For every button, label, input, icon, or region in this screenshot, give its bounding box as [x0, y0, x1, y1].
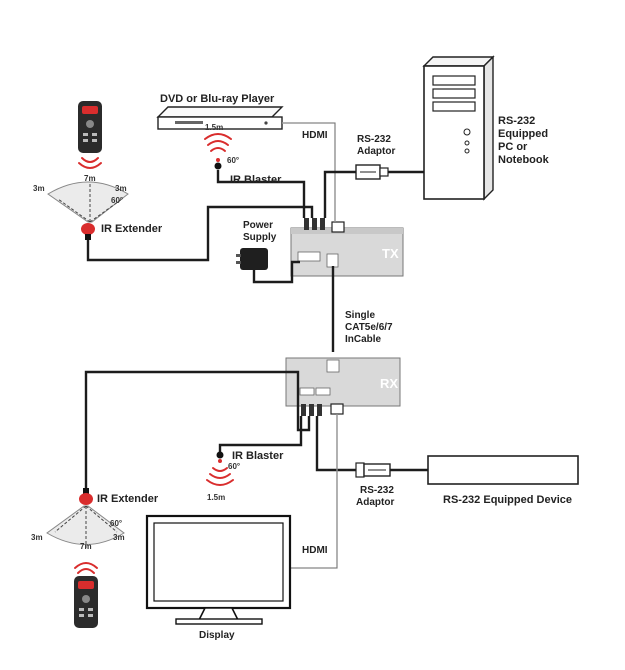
rs232-adaptor-top-line1: RS-232	[357, 134, 391, 145]
cable-label-line2: CAT5e/6/7	[345, 322, 393, 333]
rs232-device-label: RS-232 Equipped Device	[443, 494, 572, 506]
ir-blaster-bottom-label: IR Blaster	[232, 450, 284, 462]
remote-ir-signal-bottom	[74, 562, 98, 574]
ir-blaster-cable-bottom	[218, 416, 303, 452]
ir-blaster-cable-top	[216, 170, 306, 218]
top-blaster-angle: 60°	[227, 156, 239, 165]
power-cable	[252, 260, 300, 284]
cable-label-line1: Single	[345, 310, 375, 321]
ir-extender-top-label: IR Extender	[101, 223, 163, 235]
bottom-ext-range: 7m	[80, 542, 92, 551]
rs232-device-box	[427, 455, 579, 485]
ir-extender-cable-top	[86, 205, 314, 262]
bottom-blaster-angle: 60°	[228, 462, 240, 471]
ir-blaster-top-label: IR Blaster	[230, 174, 282, 186]
rx-label: RX	[380, 376, 398, 391]
hdmi-top-label: HDMI	[302, 130, 328, 141]
hdmi-bottom-label: HDMI	[302, 545, 328, 556]
dvd-player-label: DVD or Blu-ray Player	[160, 93, 275, 105]
rs232-adaptor-top-line2: Adaptor	[357, 146, 395, 157]
ir-extender-range-bottom	[46, 505, 125, 548]
dvd-player-device	[156, 106, 284, 130]
rs232-adaptor-bottom-line2: Adaptor	[356, 497, 394, 508]
top-ext-range: 7m	[84, 174, 96, 183]
display-monitor	[145, 514, 292, 625]
ir-blaster-top	[204, 133, 232, 170]
ir-extender-range-top	[47, 181, 129, 223]
pc-label-line4: Notebook	[498, 154, 550, 166]
rs232-adaptor-bottom	[355, 462, 391, 478]
top-ext-right: 3m	[115, 184, 127, 193]
ir-extender-sensor-bottom	[79, 488, 93, 505]
rx-extender-box	[285, 357, 401, 407]
rs232-adaptor-top	[355, 164, 389, 180]
pc-label-line2: Equipped	[498, 128, 548, 140]
pc-label-line3: PC or	[498, 141, 528, 153]
tx-extender-box	[290, 227, 404, 277]
power-supply-adapter	[236, 248, 268, 270]
tx-label: TX	[382, 246, 399, 261]
remote-control-bottom	[74, 576, 98, 628]
pc-tower	[422, 55, 495, 201]
rs232-adaptor-bottom-line1: RS-232	[360, 485, 394, 496]
ir-extender-sensor-top	[81, 223, 95, 240]
top-ext-left: 3m	[33, 184, 45, 193]
top-blaster-distance: 1.5m	[205, 123, 223, 132]
bottom-ext-right: 3m	[113, 533, 125, 542]
power-supply-label-line2: Supply	[243, 232, 277, 243]
ir-blaster-bottom	[206, 451, 234, 486]
power-supply-label-line1: Power	[243, 220, 273, 231]
remote-ir-signal-top	[78, 157, 102, 169]
bottom-ext-angle: 60°	[110, 519, 122, 528]
ir-extender-bottom-label: IR Extender	[97, 493, 159, 505]
cable-label-line3: InCable	[345, 334, 382, 345]
top-ext-angle: 60°	[111, 196, 123, 205]
bottom-ext-left: 3m	[31, 533, 43, 542]
rs232-cable-top-tx	[323, 170, 356, 218]
pc-label-line1: RS-232	[498, 115, 535, 127]
rs232-cable-bottom-rx	[315, 416, 356, 472]
remote-control-top	[78, 101, 102, 153]
bottom-blaster-distance: 1.5m	[207, 493, 225, 502]
ir-extender-cable-bottom	[84, 370, 311, 488]
display-label: Display	[199, 630, 235, 641]
tx-connectors	[304, 218, 345, 233]
